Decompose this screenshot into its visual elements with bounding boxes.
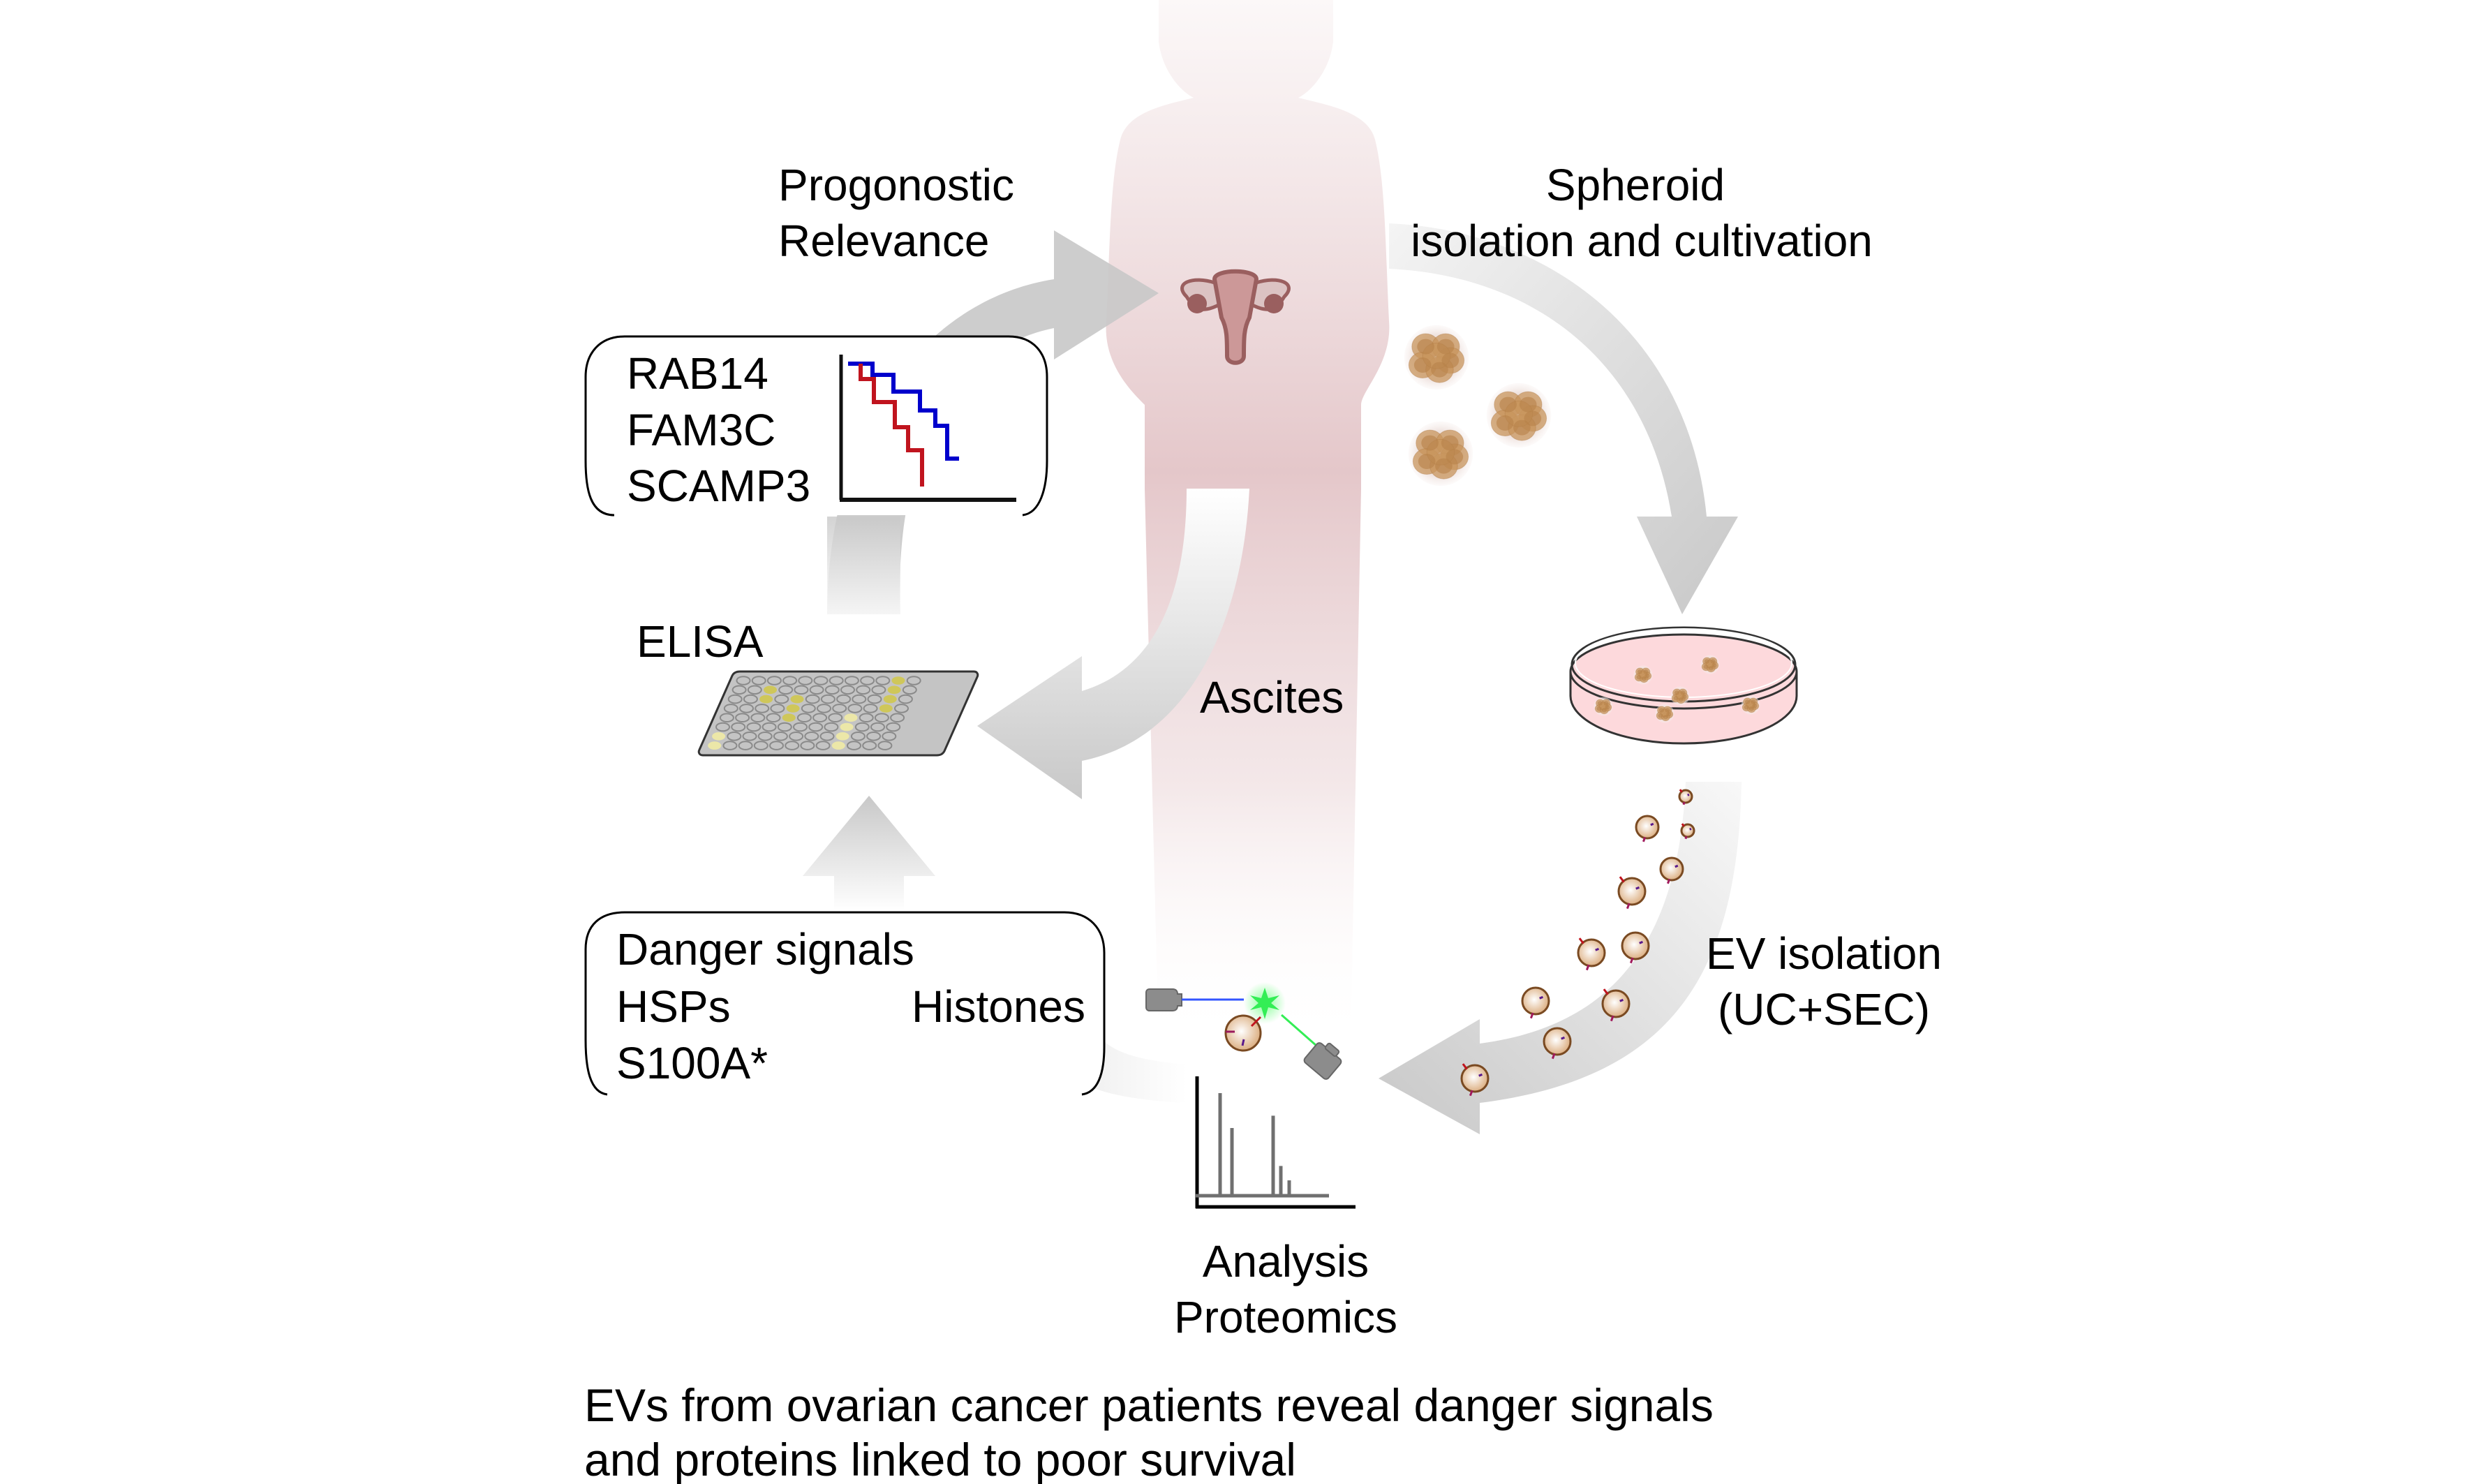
elisa-well <box>787 704 800 713</box>
label-spheroid-line1: Spheroid <box>1546 160 1725 210</box>
elisa-well <box>791 695 804 704</box>
danger-signals-box: Danger signals HSPs Histones S100A* <box>586 912 1104 1095</box>
elisa-well <box>840 723 854 732</box>
elisa-well <box>884 695 897 704</box>
elisa-well <box>832 741 845 750</box>
spheroid-icon <box>1670 686 1689 705</box>
arrow-to-elisa <box>803 796 935 911</box>
ev-particle <box>1522 988 1549 1018</box>
spheroid-icon <box>1633 665 1652 684</box>
label-prognostic-line2: Relevance <box>778 216 989 266</box>
elisa-well <box>845 713 858 722</box>
elisa-well <box>888 686 901 695</box>
spheroid-icon <box>1655 704 1674 722</box>
elisa-plate-icon <box>699 671 978 755</box>
body-silhouette-icon <box>1106 0 1390 1047</box>
label-ev-isolation-line2: (UC+SEC) <box>1718 984 1930 1034</box>
ev-particle <box>1226 1016 1261 1051</box>
spheroid-icon <box>1487 383 1551 447</box>
elisa-well <box>892 676 905 685</box>
ev-particle <box>1636 816 1658 842</box>
gene-label: FAM3C <box>627 405 775 455</box>
label-elisa: ELISA <box>637 616 764 667</box>
elisa-well <box>782 713 796 722</box>
danger-item-hsps: HSPs <box>616 981 731 1032</box>
arrow-to-culture <box>1389 223 1738 614</box>
gene-label: RAB14 <box>627 348 768 399</box>
spheroid-icon <box>1404 325 1469 389</box>
danger-item-histones: Histones <box>912 981 1085 1032</box>
label-analysis: Analysis <box>1203 1236 1369 1286</box>
elisa-well <box>759 695 773 704</box>
label-ascites: Ascites <box>1200 672 1344 722</box>
danger-title: Danger signals <box>616 924 914 974</box>
elisa-well <box>836 732 849 741</box>
petri-dish-icon <box>1570 628 1797 743</box>
spheroid-icon <box>1700 655 1719 674</box>
ev-particle <box>1578 938 1605 970</box>
label-proteomics: Proteomics <box>1174 1292 1397 1342</box>
danger-item-s100a: S100A* <box>616 1038 768 1088</box>
ev-particle <box>1619 877 1645 909</box>
gene-label: SCAMP3 <box>627 461 810 511</box>
label-prognostic-line1: Progonostic <box>778 160 1014 210</box>
elisa-well <box>764 686 777 695</box>
caption-line1: EVs from ovarian cancer patients reveal … <box>584 1379 1714 1431</box>
elisa-well <box>712 732 725 741</box>
caption-line2: and proteins linked to poor survival <box>584 1434 1296 1484</box>
spheroid-icon <box>1594 697 1612 715</box>
elisa-well <box>708 741 721 750</box>
elisa-well <box>879 704 893 713</box>
label-ev-isolation-line1: EV isolation <box>1706 928 1942 979</box>
spheroid-icon <box>1741 695 1760 714</box>
label-spheroid-line2: isolation and cultivation <box>1411 216 1873 266</box>
prognostic-marker-box: RAB14 FAM3C SCAMP3 <box>586 336 1047 515</box>
mass-spectrum-plot <box>1196 1076 1356 1208</box>
spheroid-icon <box>1409 422 1473 486</box>
spheroids-group <box>1404 325 1551 486</box>
